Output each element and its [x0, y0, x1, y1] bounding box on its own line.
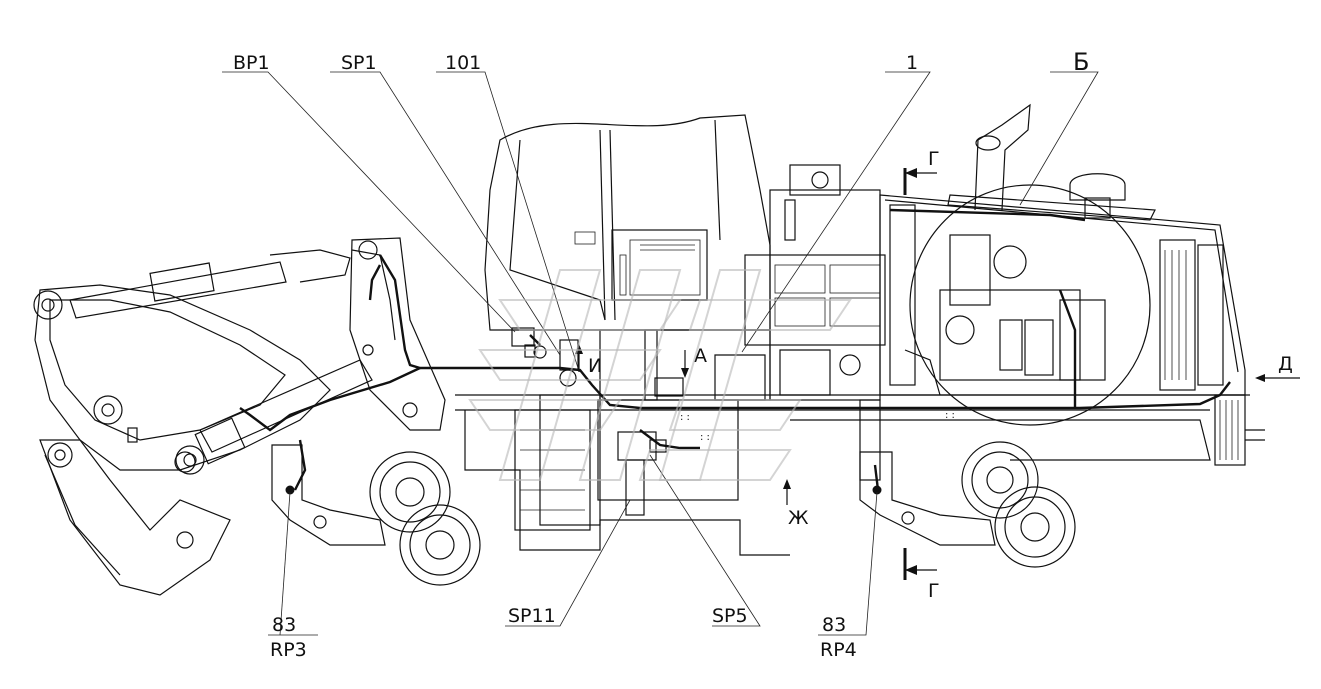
svg-text:: :: : : [945, 410, 955, 421]
lift-cylinder [69, 249, 351, 319]
svg-text:: :: : : [700, 432, 710, 443]
tilt-cylinder [174, 359, 373, 473]
label-83-right: 83 [822, 614, 846, 636]
label-rp3: RP3 [270, 639, 307, 661]
label-bp1: BP1 [233, 52, 270, 74]
view-arrow-zh [783, 479, 791, 505]
leader-lines [222, 71, 1099, 636]
label-rp4: RP4 [820, 639, 857, 661]
sensor-bp1 [511, 327, 547, 359]
air-filter [1069, 173, 1126, 219]
view-arrow-i [575, 344, 583, 372]
rear-bogie [859, 451, 996, 546]
front-bogie [271, 444, 386, 546]
label-sp1: SP1 [341, 52, 377, 74]
exhaust-stack [974, 103, 1031, 211]
view-arrow-d [1255, 374, 1300, 382]
boom-tower [349, 237, 446, 431]
bucket [39, 439, 231, 596]
loader-boom [33, 284, 331, 475]
front-wheel-upper [369, 451, 451, 533]
engine-hood-rail [947, 194, 1156, 221]
view-arrow-a [681, 350, 689, 378]
label-sp11: SP11 [508, 605, 556, 627]
watermark-logo [468, 269, 852, 481]
rear-wheel-lower [994, 486, 1076, 568]
wire-harness [239, 208, 1231, 491]
label-b: Б [1073, 48, 1089, 76]
hydraulic-tank [744, 164, 886, 401]
connector-rp3 [285, 485, 295, 495]
label-1: 1 [906, 52, 918, 74]
section-mark-g-top [903, 168, 937, 195]
label-g-top: Г [928, 148, 940, 170]
sensor-sp11-sp5 [617, 431, 667, 516]
label-101: 101 [445, 52, 481, 74]
label-sp5: SP5 [712, 605, 748, 627]
operator-cab [484, 114, 771, 331]
svg-text:: :: : : [680, 412, 690, 423]
connector-rp4 [872, 485, 882, 495]
label-d: Д [1278, 353, 1293, 375]
engine-compartment [879, 184, 1246, 426]
label-g-bottom: Г [928, 580, 940, 602]
section-mark-g-bottom [903, 548, 937, 580]
front-wheel-lower [399, 504, 481, 586]
label-zh: Ж [788, 507, 809, 529]
label-i: И [588, 355, 602, 377]
label-83-left: 83 [272, 614, 296, 636]
